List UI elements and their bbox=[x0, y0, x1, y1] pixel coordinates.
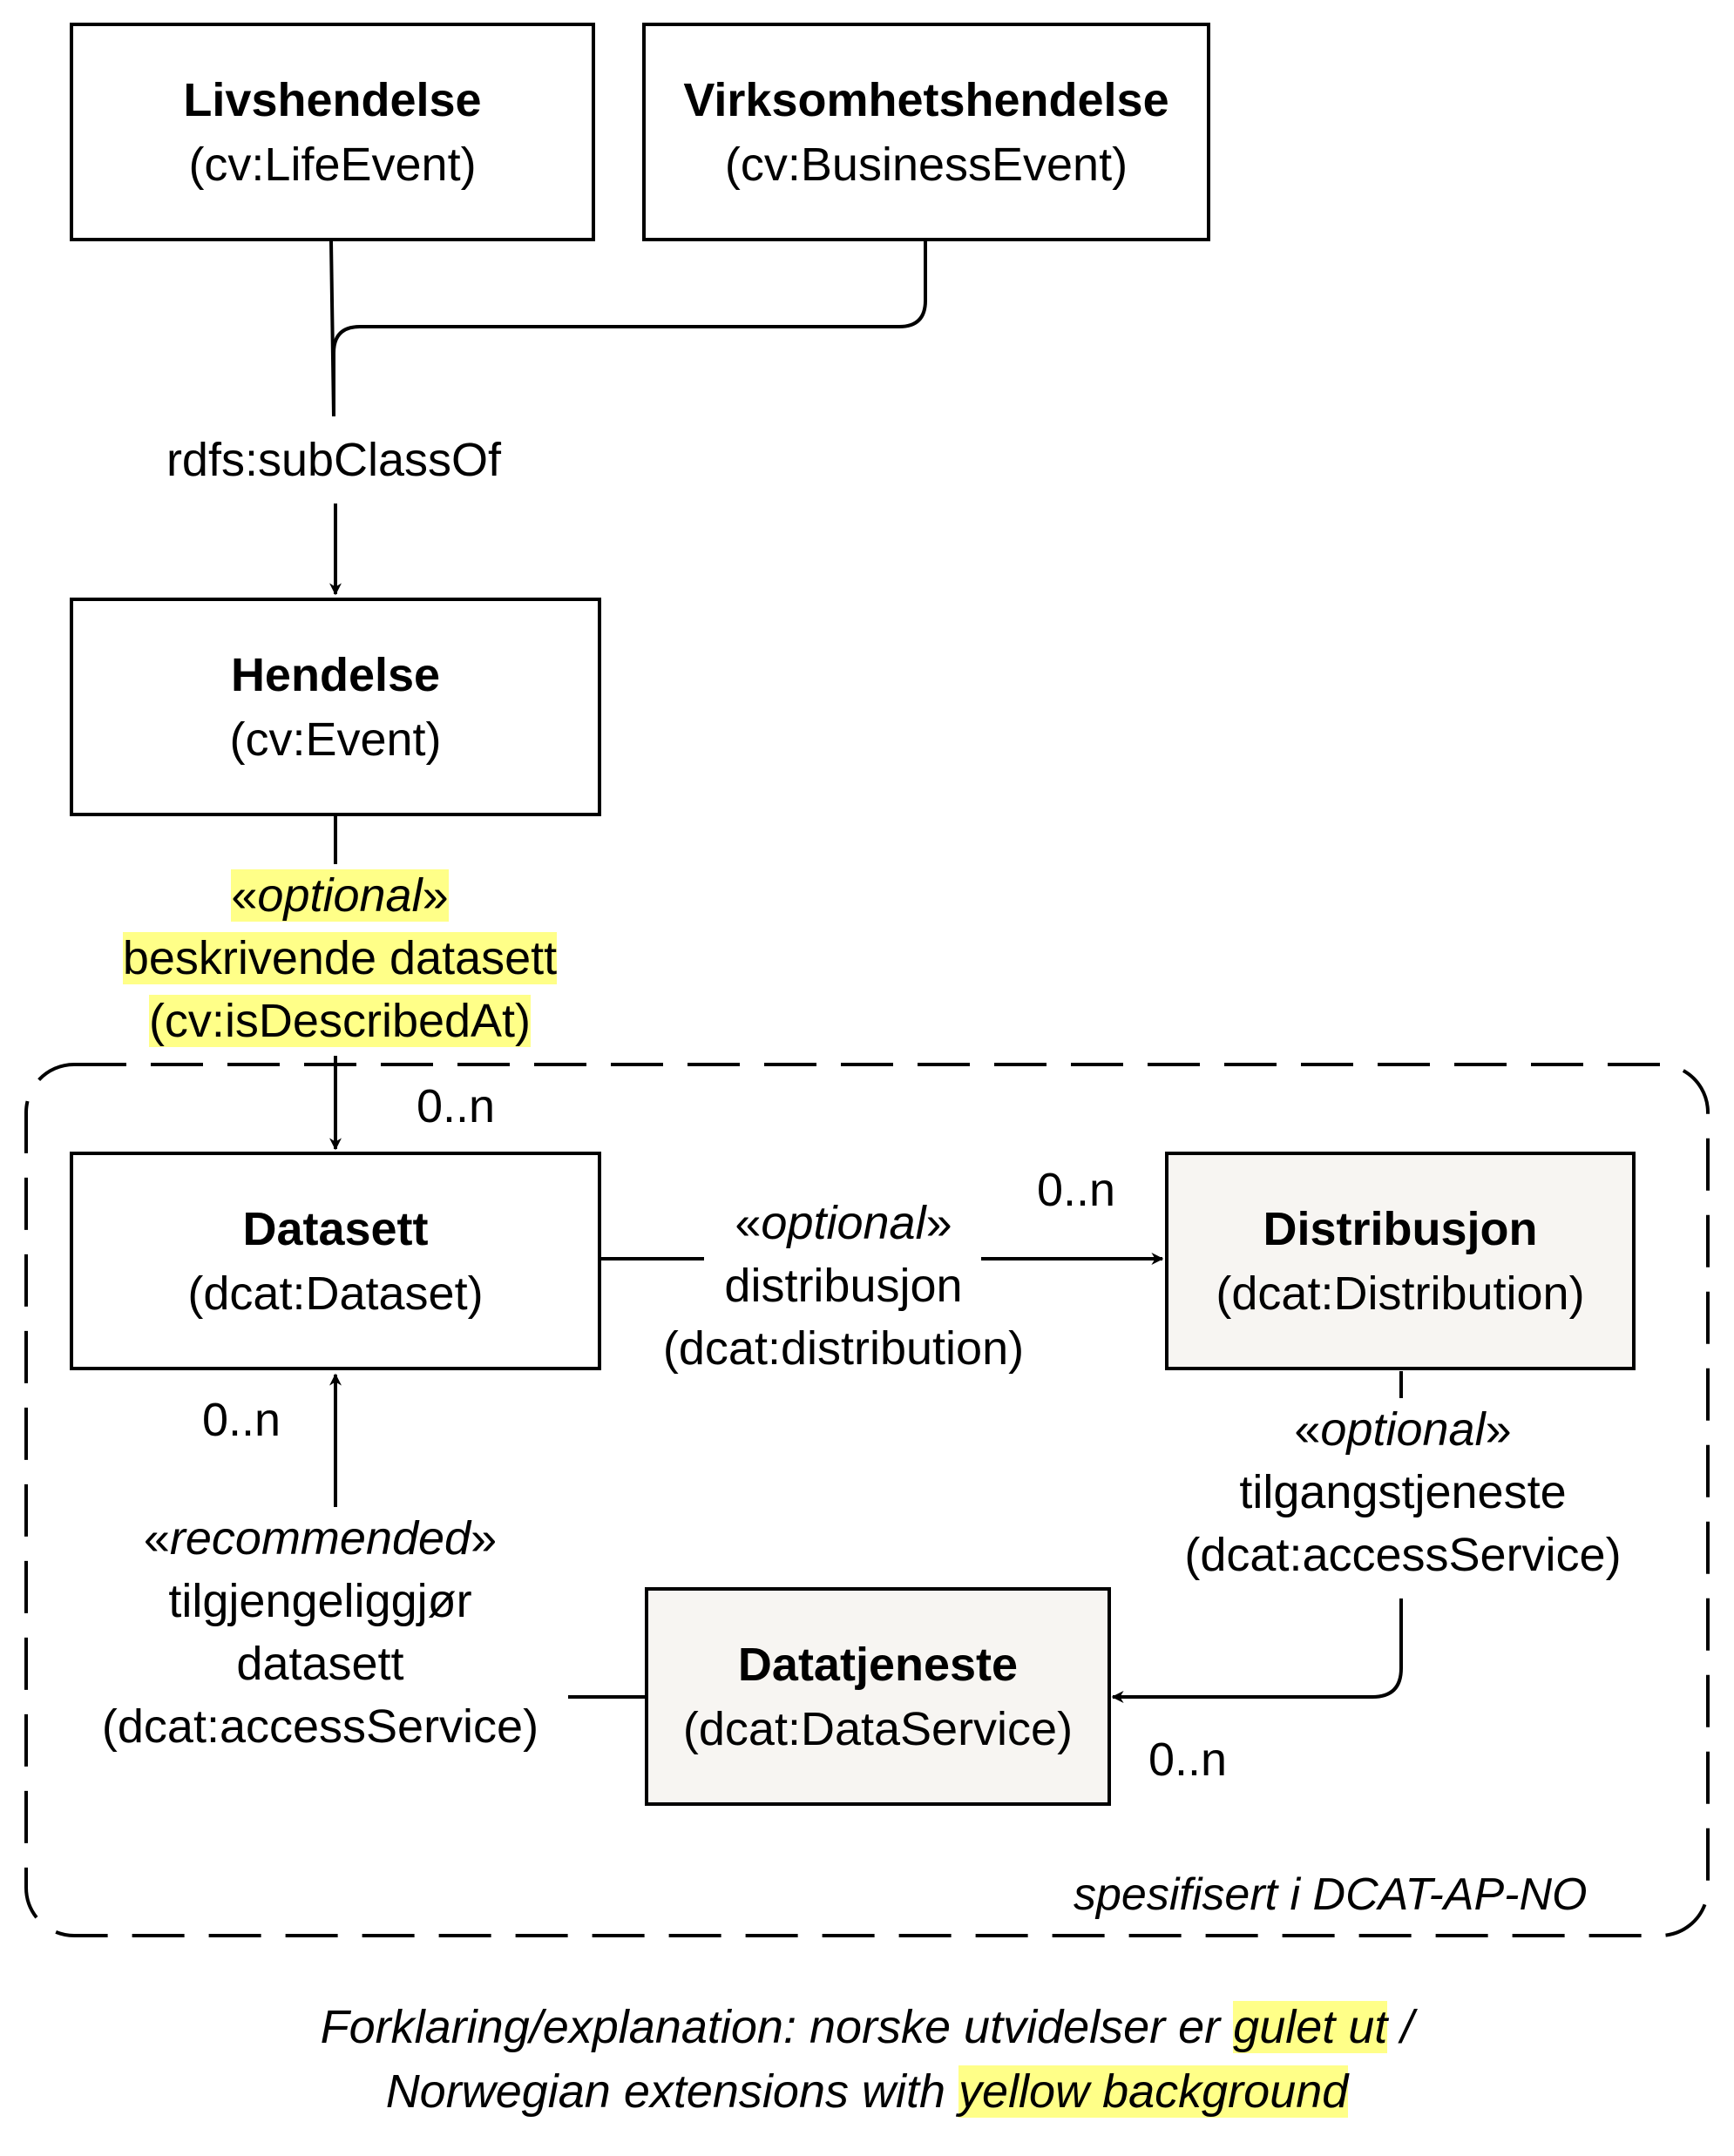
stereotype-text: optional bbox=[257, 869, 423, 922]
class-box-event[interactable]: Hendelse (cv:Event) bbox=[70, 598, 601, 816]
edge-label-text: rdfs:subClassOf bbox=[166, 434, 502, 486]
class-uri: (dcat:Distribution) bbox=[1216, 1267, 1585, 1320]
edge-label-subclassof: rdfs:subClassOf bbox=[116, 429, 552, 491]
property-name: tilgangstjeneste bbox=[1239, 1466, 1567, 1518]
class-box-life-event[interactable]: Livshendelse (cv:LifeEvent) bbox=[70, 23, 595, 241]
class-uri: (cv:LifeEvent) bbox=[188, 138, 477, 191]
class-uri: (cv:BusinessEvent) bbox=[724, 138, 1128, 191]
property-uri: (dcat:accessService) bbox=[101, 1700, 539, 1753]
stereotype-optional: «optional» bbox=[231, 869, 449, 922]
guillemet-open: « bbox=[231, 869, 258, 922]
class-title: Virksomhetshendelse bbox=[683, 73, 1169, 126]
class-title: Hendelse bbox=[230, 648, 441, 701]
cardinality-distribution: 0..n bbox=[1037, 1164, 1116, 1216]
property-name: distribusjon bbox=[724, 1260, 963, 1312]
legend-highlight: gulet ut bbox=[1233, 2001, 1388, 2053]
class-uri: (dcat:Dataset) bbox=[187, 1267, 484, 1320]
class-box-data-service[interactable]: Datatjeneste (dcat:DataService) bbox=[645, 1587, 1111, 1806]
class-box-distribution[interactable]: Distribusjon (dcat:Distribution) bbox=[1165, 1152, 1636, 1370]
property-name: tilgjengeliggjør bbox=[168, 1575, 472, 1627]
property-uri: (cv:isDescribedAt) bbox=[148, 995, 532, 1047]
legend-text: Forklaring/explanation: norske utvidelse… bbox=[320, 2001, 1234, 2053]
property-name: beskrivende datasett bbox=[122, 932, 558, 984]
property-uri: (dcat:distribution) bbox=[662, 1322, 1025, 1375]
legend-text: Norwegian extensions with bbox=[385, 2065, 959, 2118]
edge-label-described-at: «optional» beskrivende datasett (cv:isDe… bbox=[83, 864, 597, 1052]
legend-line-1: Forklaring/explanation: norske utvidelse… bbox=[0, 1995, 1734, 2059]
class-box-dataset[interactable]: Datasett (dcat:Dataset) bbox=[70, 1152, 601, 1370]
guillemet-close: » bbox=[471, 1512, 498, 1565]
class-title: Distribusjon bbox=[1263, 1202, 1538, 1255]
dcat-ap-no-region-border bbox=[24, 1063, 1710, 1937]
edge-label-distribution: «optional» distribusjon (dcat:distributi… bbox=[617, 1192, 1070, 1380]
class-title: Datasett bbox=[242, 1202, 429, 1255]
class-title: Livshendelse bbox=[183, 73, 482, 126]
class-uri: (cv:Event) bbox=[229, 713, 442, 766]
guillemet-close: » bbox=[925, 1197, 952, 1249]
cardinality-access-service: 0..n bbox=[1148, 1734, 1228, 1786]
edge-label-serves-dataset: «recommended» tilgjengeliggjør datasett … bbox=[65, 1507, 575, 1758]
property-uri: (dcat:accessService) bbox=[1184, 1529, 1622, 1581]
class-box-business-event[interactable]: Virksomhetshendelse (cv:BusinessEvent) bbox=[642, 23, 1210, 241]
guillemet-open: « bbox=[735, 1197, 762, 1249]
stereotype-text: recommended bbox=[169, 1512, 471, 1565]
guillemet-close: » bbox=[422, 869, 449, 922]
stereotype-text: optional bbox=[1320, 1403, 1486, 1456]
legend-line-2: Norwegian extensions with yellow backgro… bbox=[0, 2059, 1734, 2124]
guillemet-close: » bbox=[1485, 1403, 1512, 1456]
legend-text: / bbox=[1387, 2001, 1414, 2053]
cardinality-described-at: 0..n bbox=[417, 1080, 496, 1132]
property-name-continued: datasett bbox=[236, 1638, 404, 1690]
legend: Forklaring/explanation: norske utvidelse… bbox=[0, 1995, 1734, 2124]
stereotype-text: optional bbox=[761, 1197, 926, 1249]
edge-distribution-to-dataservice-lower bbox=[1111, 1598, 1403, 1703]
edge-label-access-service: «optional» tilgangstjeneste (dcat:access… bbox=[1141, 1398, 1664, 1586]
class-uri: (dcat:DataService) bbox=[682, 1702, 1074, 1755]
cardinality-serves-dataset: 0..n bbox=[202, 1394, 281, 1446]
guillemet-open: « bbox=[1294, 1403, 1321, 1456]
edge-businessevent-to-junction bbox=[332, 241, 927, 416]
class-title: Datatjeneste bbox=[737, 1638, 1019, 1691]
legend-highlight: yellow background bbox=[958, 2065, 1349, 2118]
guillemet-open: « bbox=[143, 1512, 170, 1565]
dcat-ap-no-region-label: spesifisert i DCAT-AP-NO bbox=[1074, 1869, 1588, 1920]
